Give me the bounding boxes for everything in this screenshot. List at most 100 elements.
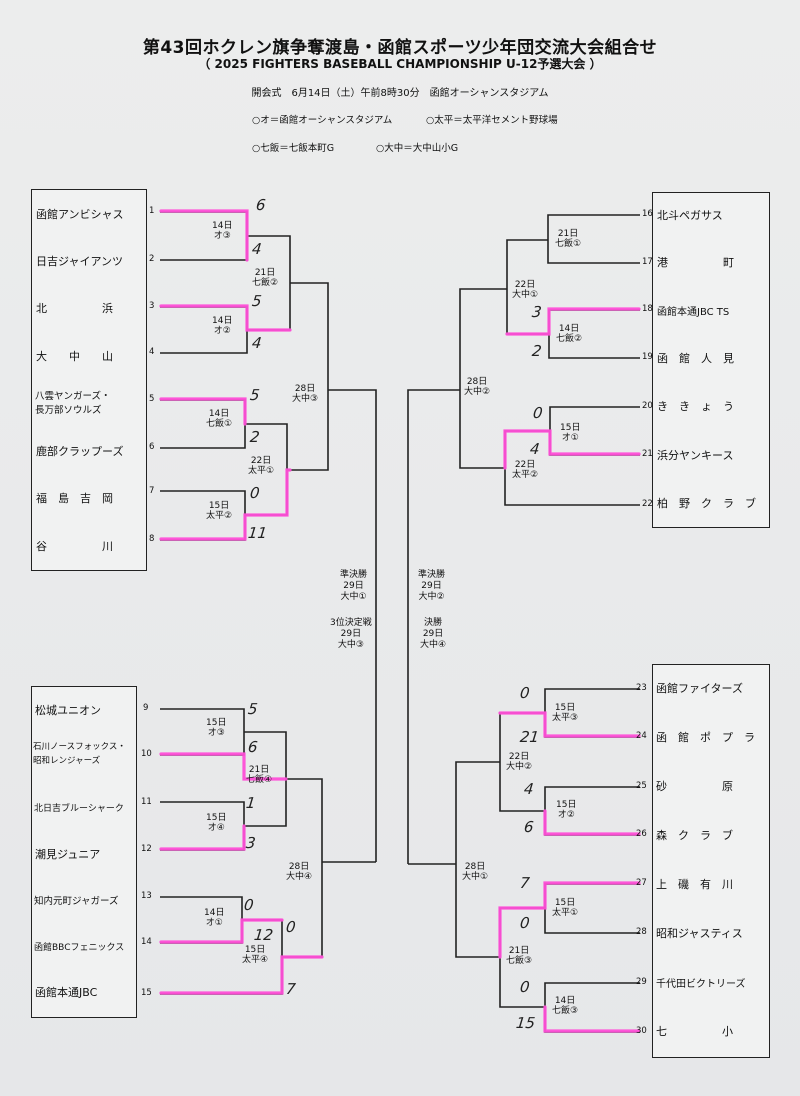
seed-15: 15 (141, 988, 152, 998)
score-2: 4 (251, 240, 263, 258)
score-6: 2 (249, 428, 261, 446)
seed-21: 21 (642, 449, 653, 459)
score-12: 3 (245, 834, 257, 852)
match-m10: 21日七飯④ (246, 765, 273, 785)
score-1: 6 (255, 196, 267, 214)
seed-19: 19 (642, 352, 653, 362)
team-10-line1: 石川ノースフォックス・ (33, 742, 126, 752)
match-m8: 15日オ③ (206, 718, 227, 738)
team-17: 港 町 (657, 256, 734, 269)
score-15: 0 (285, 918, 297, 936)
score-23: 4 (523, 780, 535, 798)
score-5: 5 (249, 386, 261, 404)
team-27: 上 磯 有 川 (656, 878, 733, 891)
match-m24: 14日七飯③ (552, 996, 579, 1016)
seed-23: 23 (636, 683, 647, 693)
match-m6: 22日太平① (248, 456, 275, 476)
match-m21: 15日オ② (556, 800, 577, 820)
team-19: 函 館 人 見 (657, 352, 734, 365)
team-5-line2: 長万部ソウルズ (35, 405, 102, 416)
team-3: 北 浜 (36, 302, 113, 315)
seed-11: 11 (141, 797, 152, 807)
score-17: 3 (531, 303, 543, 321)
team-10-line2: 昭和レンジャーズ (33, 756, 101, 766)
page-subtitle: （ 2025 FIGHTERS BASEBALL CHAMPIONSHIP U-… (198, 57, 602, 71)
seed-24: 24 (636, 731, 647, 741)
seed-14: 14 (141, 937, 152, 947)
match-m13: 28日大中④ (286, 862, 313, 882)
score-18: 2 (531, 342, 543, 360)
team-22: 柏 野 ク ラ ブ (657, 497, 756, 510)
team-23: 函館ファイターズ (656, 682, 744, 695)
seed-6: 6 (149, 442, 155, 452)
team-6: 鹿部クラップーズ (36, 445, 124, 458)
team-11: 北日吉ブルーシャーク (34, 803, 124, 814)
team-box-left-top (31, 189, 147, 571)
team-29: 千代田ビクトリーズ (656, 978, 746, 990)
score-8: 11 (247, 524, 269, 542)
match-m25: 21日七飯③ (506, 946, 533, 966)
match-m19: 28日大中② (464, 377, 491, 397)
seed-12: 12 (141, 844, 152, 854)
score-14: 12 (253, 926, 275, 944)
score-21: 0 (519, 684, 531, 702)
team-15: 函館本通JBC (35, 986, 98, 999)
legend-taihei: ○太平＝太平洋セメント野球場 (426, 115, 558, 126)
score-9: 5 (247, 700, 259, 718)
score-26: 0 (519, 914, 531, 932)
team-26: 森 ク ラ ブ (656, 829, 733, 842)
seed-20: 20 (642, 401, 653, 411)
match-m11: 14日オ① (204, 908, 225, 928)
team-box-left-bottom (31, 686, 137, 1018)
score-19: 0 (532, 404, 544, 422)
match-m2: 14日オ② (212, 316, 233, 336)
team-21: 浜分ヤンキース (657, 449, 734, 462)
score-28: 15 (515, 1014, 537, 1032)
match-m26: 28日大中① (462, 862, 489, 882)
score-11: 1 (245, 794, 257, 812)
legend-oh: ○オ＝函館オーシャンスタジアム (252, 115, 393, 126)
team-7: 福 島 吉 岡 (36, 492, 113, 505)
match-m16: 22日大中① (512, 280, 539, 300)
seed-8: 8 (149, 534, 155, 544)
match-m17: 15日オ① (560, 423, 581, 443)
team-13: 知内元町ジャガーズ (34, 896, 119, 907)
seed-22: 22 (642, 499, 653, 509)
seed-5: 5 (149, 394, 155, 404)
match-m20: 15日太平③ (552, 703, 579, 723)
seed-16: 16 (642, 209, 653, 219)
team-28: 昭和ジャスティス (656, 927, 743, 940)
seed-7: 7 (149, 486, 155, 496)
seed-13: 13 (141, 891, 152, 901)
score-25: 7 (519, 874, 531, 892)
team-9: 松城ユニオン (35, 704, 101, 717)
match-m7: 28日大中③ (292, 384, 319, 404)
match-m18: 22日太平② (512, 460, 539, 480)
team-box-right-top (652, 192, 770, 528)
team-16: 北斗ペガサス (657, 209, 723, 222)
match-m5: 15日太平② (206, 501, 233, 521)
score-10: 6 (247, 738, 259, 756)
seed-29: 29 (636, 977, 647, 987)
team-12: 潮見ジュニア (35, 848, 101, 861)
match-m3: 21日七飯② (252, 268, 279, 288)
seed-2: 2 (149, 254, 155, 264)
team-25: 砂 原 (656, 780, 733, 793)
seed-3: 3 (149, 301, 155, 311)
match-m23: 15日太平① (552, 898, 579, 918)
score-7: 0 (249, 484, 261, 502)
team-18: 函館本通JBC TS (657, 306, 730, 318)
score-3: 5 (251, 292, 263, 310)
match-m4: 14日七飯① (206, 409, 233, 429)
match-m1: 14日オ③ (212, 221, 233, 241)
team-14: 函館BBCフェニックス (34, 942, 125, 953)
seed-27: 27 (636, 878, 647, 888)
score-27: 0 (519, 978, 531, 996)
match-m12: 15日太平④ (242, 945, 269, 965)
page-title: 第43回ホクレン旗争奪渡島・函館スポーツ少年団交流大会組合せ (142, 38, 658, 58)
team-4: 大 中 山 (36, 350, 113, 363)
